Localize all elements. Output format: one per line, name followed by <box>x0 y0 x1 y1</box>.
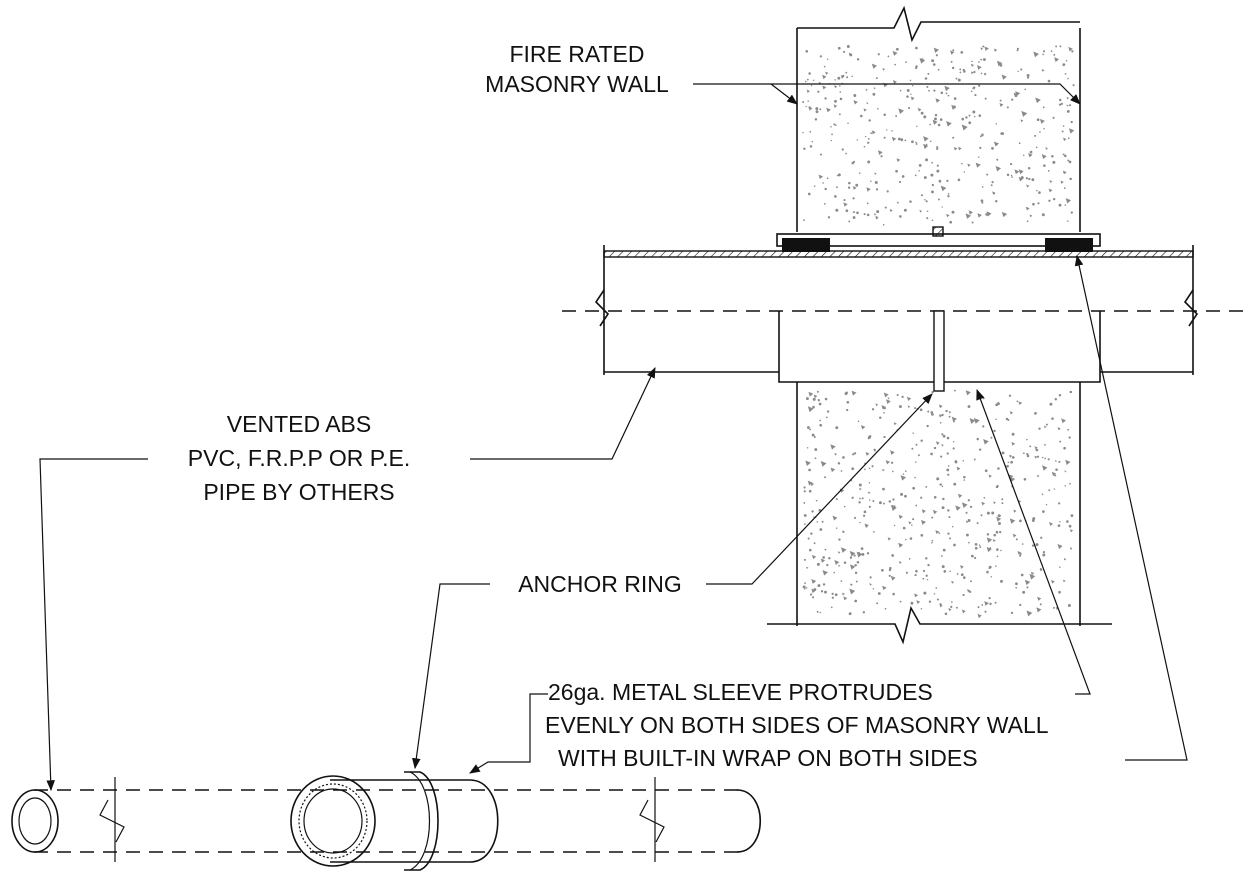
label-pipe-line2: PVC, F.R.P.P OR P.E. <box>188 445 410 471</box>
wall-top-break-line <box>797 5 1080 43</box>
wall-lower-block <box>797 382 1080 626</box>
wall-bottom-break-line <box>767 605 1112 645</box>
label-wall-line1: FIRE RATED <box>509 41 644 67</box>
sleeve-end-outer <box>290 775 376 867</box>
leader-pipe-to-section <box>470 367 656 460</box>
label-anchor-ring: ANCHOR RING <box>518 571 682 597</box>
section-pipe <box>562 245 1244 392</box>
label-wall-line2: MASONRY WALL <box>485 71 669 97</box>
label-sleeve: 26ga. METAL SLEEVE PROTRUDES EVENLY ON B… <box>545 679 1049 771</box>
wrap-right <box>1045 238 1093 252</box>
label-pipe-line3: PIPE BY OTHERS <box>203 479 394 505</box>
pipe-left-end <box>11 789 59 853</box>
wall-upper-block <box>797 28 1080 232</box>
label-pipe: VENTED ABS PVC, F.R.P.P OR P.E. PIPE BY … <box>188 411 410 505</box>
wrap-left <box>782 238 830 252</box>
leader-pipe-to-elevation <box>39 458 148 792</box>
sleeve-flange <box>776 226 1101 252</box>
label-wall: FIRE RATED MASONRY WALL <box>485 41 669 97</box>
label-sleeve-line2: EVENLY ON BOTH SIDES OF MASONRY WALL <box>545 712 1049 738</box>
leader-wrap <box>1074 254 1188 761</box>
elevation-view <box>11 771 762 871</box>
pipe-right-end <box>736 789 762 853</box>
label-sleeve-line3: WITH BUILT-IN WRAP ON BOTH SIDES <box>558 745 978 771</box>
pipe-hatched-top <box>603 250 1194 258</box>
leader-sleeve-to-section <box>976 388 1091 695</box>
label-sleeve-line1: 26ga. METAL SLEEVE PROTRUDES <box>548 679 933 705</box>
concrete-speckle-lower <box>802 389 1074 619</box>
leader-anchor-to-elevation <box>412 583 490 770</box>
leader-sleeve-to-elevation <box>469 693 548 774</box>
leader-wall <box>693 83 1081 105</box>
elevation-anchor-ring <box>404 771 439 871</box>
label-pipe-line1: VENTED ABS <box>227 411 371 437</box>
masonry-wall <box>767 5 1112 645</box>
concrete-speckle-upper <box>802 45 1075 226</box>
anchor-tab <box>932 226 944 237</box>
elevation-sleeve <box>330 779 499 863</box>
anchor-ring <box>933 310 945 392</box>
leader-anchor-to-section <box>706 393 933 585</box>
